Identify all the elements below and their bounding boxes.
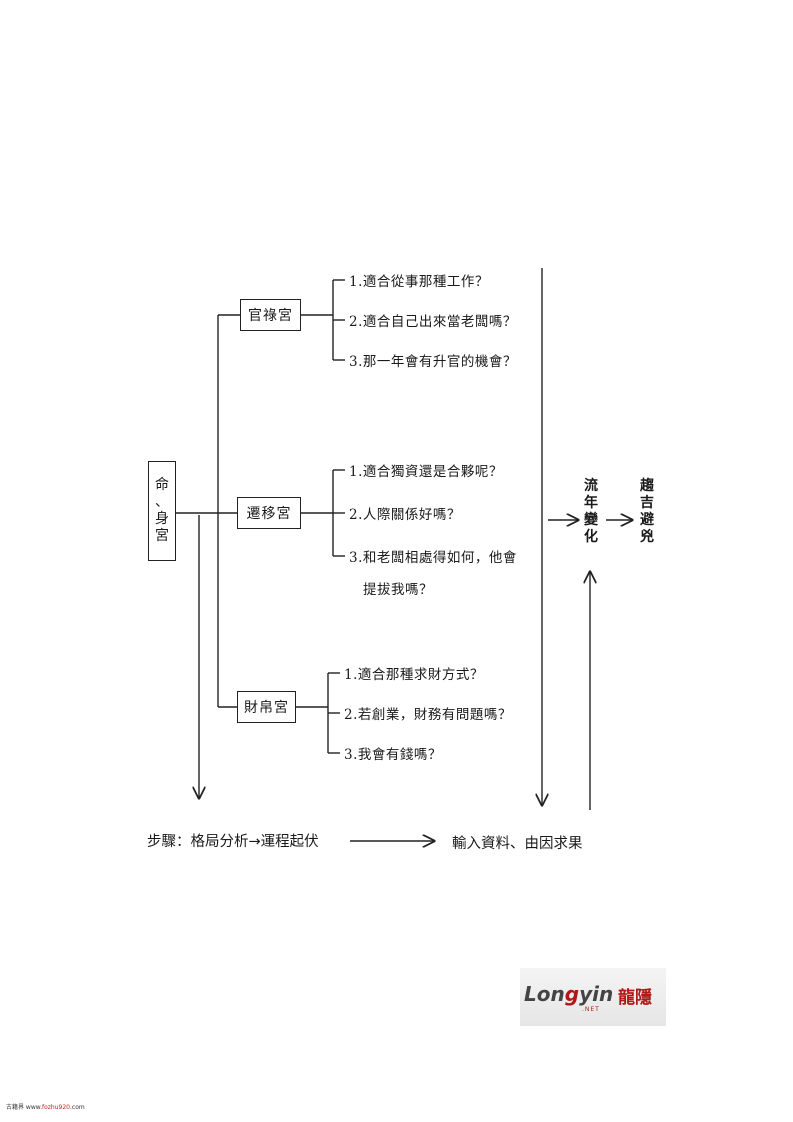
branch-box-wealth: 財帛宮 bbox=[237, 691, 296, 723]
question-career-2: 2.適合自己出來當老闆嗎？ bbox=[349, 314, 517, 330]
root-char: 命 bbox=[155, 477, 169, 493]
question-career-3: 3.那一年會有升官的機會？ bbox=[349, 354, 517, 370]
question-travel-3: 3.和老闆相處得如何，他會 bbox=[349, 550, 517, 566]
steps-text: 步驟：格局分析→運程起伏 bbox=[147, 834, 319, 850]
question-travel-2: 2.人際關係好嗎？ bbox=[349, 507, 461, 523]
logo-net: .NET bbox=[582, 1006, 600, 1013]
question-wealth-2: 2.若創業，財務有問題嗎？ bbox=[344, 707, 512, 723]
logo-chinese: 龍隱 bbox=[618, 988, 652, 1008]
result-text: 輸入資料、由因求果 bbox=[452, 836, 583, 852]
question-wealth-3: 3.我會有錢嗎？ bbox=[344, 747, 442, 763]
question-travel-3-continuation: 提拔我嗎？ bbox=[363, 582, 433, 598]
root-char: 、 bbox=[155, 494, 169, 510]
branch-box-travel: 遷移宮 bbox=[237, 497, 301, 529]
root-char: 身 bbox=[155, 511, 169, 527]
branch-box-career: 官祿宮 bbox=[240, 299, 301, 331]
seek-fortune-avoid-misfortune-label: 趨 吉 避 兇 bbox=[640, 478, 654, 545]
root-box-life-body: 命 、 身 宮 bbox=[148, 461, 176, 561]
longyin-logo: Longyin .NET 龍隱 bbox=[520, 968, 666, 1026]
branch-label: 財帛宮 bbox=[244, 700, 289, 716]
logo-wordmark: Longyin bbox=[524, 982, 614, 1006]
root-char: 宮 bbox=[155, 528, 169, 544]
branch-label: 遷移宮 bbox=[246, 506, 292, 522]
question-travel-1: 1.適合獨資還是合夥呢？ bbox=[349, 464, 503, 480]
branch-label: 官祿宮 bbox=[248, 308, 293, 324]
question-wealth-1: 1.適合那種求財方式？ bbox=[344, 667, 484, 683]
question-career-1: 1.適合從事那種工作？ bbox=[349, 274, 489, 290]
annual-change-label: 流 年 變 化 bbox=[584, 478, 598, 545]
footer-site: 古籍界 www.fozhu920.com bbox=[6, 1104, 85, 1111]
